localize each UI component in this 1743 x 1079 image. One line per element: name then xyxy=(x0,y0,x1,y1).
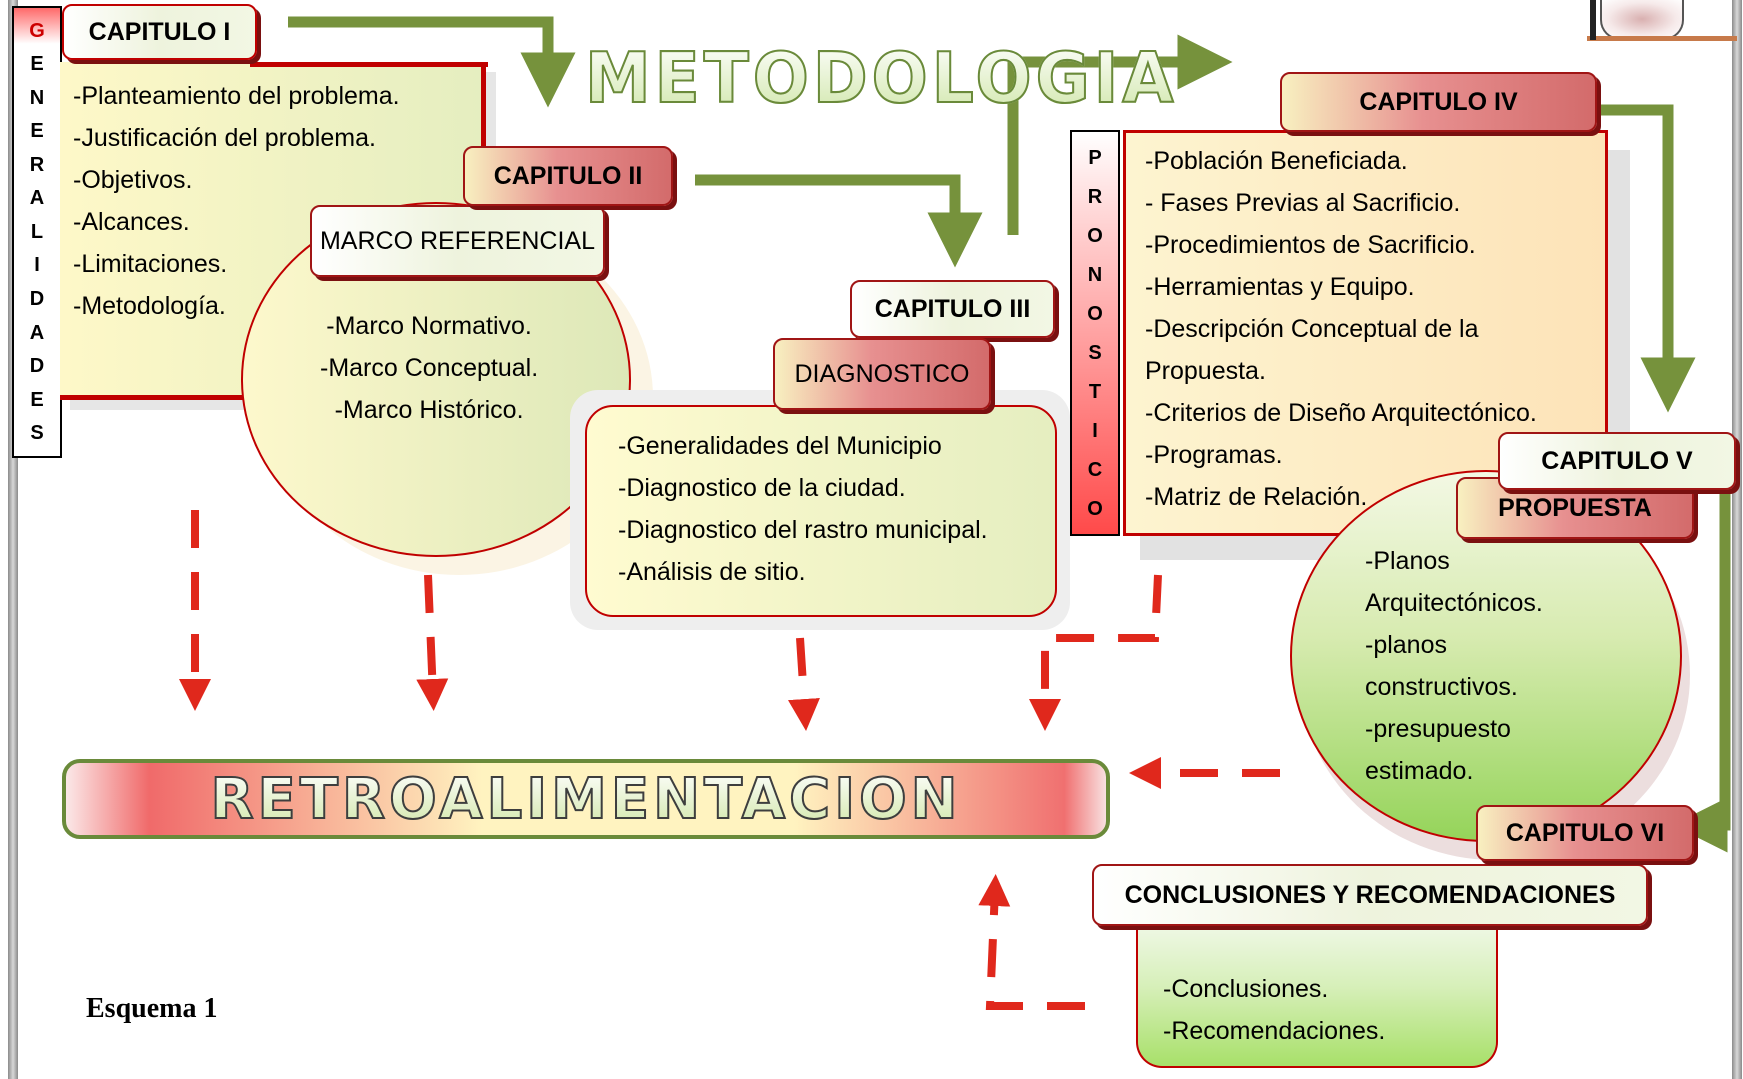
cap4-tab: CAPITULO IV xyxy=(1280,72,1597,132)
cap4-item: -Criterios de Diseño Arquitectónico. xyxy=(1145,399,1537,427)
vchar: C xyxy=(1087,458,1103,481)
vchar: N xyxy=(29,86,45,109)
vchar: O xyxy=(1087,224,1103,247)
cap2-list: -Marco Normativo. -Marco Conceptual. -Ma… xyxy=(320,305,538,431)
page-border-left xyxy=(8,0,18,1079)
diagram-caption: Esquema 1 xyxy=(86,993,218,1024)
vchar: D xyxy=(29,355,45,378)
cap1-item: -Planteamiento del problema. xyxy=(73,82,400,110)
cap6-tab: CAPITULO VI xyxy=(1476,805,1694,861)
cap5-item: -Planos xyxy=(1365,547,1450,575)
vchar: T xyxy=(1088,380,1102,403)
cap3-subtitle: DIAGNOSTICO xyxy=(773,338,991,410)
vchar: S xyxy=(1088,341,1102,364)
cap1-tab: CAPITULO I xyxy=(62,4,257,60)
cap4-item: -Procedimientos de Sacrificio. xyxy=(1145,231,1476,259)
flow-arrow-cap2-to-cap3 xyxy=(695,174,983,268)
logo-underline xyxy=(1587,36,1737,41)
flow-arrow-cap5-to-cap6 xyxy=(1672,475,1731,853)
feedback-banner-label: RETROALIMENTACION xyxy=(209,766,962,833)
vchar: O xyxy=(1087,302,1103,325)
cap5-tab: CAPITULO V xyxy=(1498,432,1736,490)
feedback-banner: RETROALIMENTACION xyxy=(62,759,1110,839)
cap1-item: -Objetivos. xyxy=(73,166,193,194)
cap2-item: -Marco Normativo. xyxy=(326,312,532,340)
cap3-item: -Generalidades del Municipio xyxy=(618,432,942,460)
vchar: S xyxy=(30,422,44,445)
cap3-item: -Diagnostico de la ciudad. xyxy=(618,474,906,502)
cap5-item: estimado. xyxy=(1365,757,1474,785)
pronostico-vertical-label: P R O N O S T I C O xyxy=(1070,130,1120,536)
vchar: E xyxy=(30,388,44,411)
cap5-list: -Planos Arquitectónicos. -planos constru… xyxy=(1365,540,1543,792)
page-border-right xyxy=(1732,0,1742,1079)
cap1-item: -Alcances. xyxy=(73,208,190,236)
feedback-arrow-cap3 xyxy=(787,637,820,731)
vchar: N xyxy=(1087,263,1103,286)
flow-arrow-cap1-to-title xyxy=(288,16,576,108)
generalidades-vertical-label: G E N E R A L I D A D E S xyxy=(12,6,62,458)
cap4-item: -Matriz de Relación. xyxy=(1145,483,1368,511)
flow-arrow-cap4-to-cap5 xyxy=(1598,104,1696,413)
feedback-arrow-cap4 xyxy=(1029,574,1162,731)
cap5-item: Arquitectónicos. xyxy=(1365,589,1543,617)
flow-arrow-cap3-to-cap4 xyxy=(1007,34,1233,235)
cap2-item: -Marco Histórico. xyxy=(334,396,524,424)
cap4-item: Propuesta. xyxy=(1145,357,1266,385)
vchar: E xyxy=(30,53,44,76)
cap5-item: -planos xyxy=(1365,631,1447,659)
cap6-list: -Conclusiones. -Recomendaciones. xyxy=(1163,968,1385,1052)
cap4-item: -Herramientas y Equipo. xyxy=(1145,273,1415,301)
vchar: R xyxy=(1087,185,1103,208)
cap5-item: constructivos. xyxy=(1365,673,1518,701)
cap1-item: -Justificación del problema. xyxy=(73,124,376,152)
cap3-item: -Análisis de sitio. xyxy=(618,558,806,586)
vchar: D xyxy=(29,288,45,311)
cap3-box xyxy=(585,405,1057,617)
cap6-item: -Recomendaciones. xyxy=(1163,1017,1386,1045)
vchar: P xyxy=(1088,146,1102,169)
cap2-subtitle: MARCO REFERENCIAL xyxy=(310,205,605,277)
cap1-item: -Limitaciones. xyxy=(73,250,228,278)
cap4-list: -Población Beneficiada. - Fases Previas … xyxy=(1145,140,1537,518)
cap2-item: -Marco Conceptual. xyxy=(320,354,539,382)
feedback-arrow-cap6 xyxy=(978,874,1085,1010)
cap4-item: -Programas. xyxy=(1145,441,1283,469)
cap1-box-top-edge xyxy=(250,62,488,67)
vchar: E xyxy=(30,120,44,143)
cap4-item: -Población Beneficiada. xyxy=(1145,147,1408,175)
cap6-item: -Conclusiones. xyxy=(1163,975,1329,1003)
vchar: R xyxy=(29,153,45,176)
vchar: L xyxy=(30,220,44,243)
cap6-box xyxy=(1136,910,1498,1068)
vchar: A xyxy=(29,321,45,344)
vchar: G xyxy=(29,19,45,42)
cap2-tab: CAPITULO II xyxy=(463,146,673,206)
cap3-item: -Diagnostico del rastro municipal. xyxy=(618,516,988,544)
logo-post xyxy=(1590,0,1596,40)
vchar: I xyxy=(1092,419,1098,442)
vchar: I xyxy=(34,254,40,277)
cap6-subtitle: CONCLUSIONES Y RECOMENDACIONES xyxy=(1092,864,1648,926)
cap3-tab: CAPITULO III xyxy=(850,280,1055,338)
cap4-item: -Descripción Conceptual de la xyxy=(1145,315,1479,343)
cap5-item: -presupuesto xyxy=(1365,715,1511,743)
cap4-item: - Fases Previas al Sacrificio. xyxy=(1145,189,1461,217)
cap1-item: -Metodología. xyxy=(73,292,226,320)
vchar: A xyxy=(29,187,45,210)
feedback-arrow-cap2 xyxy=(416,574,449,711)
cap3-list: -Generalidades del Municipio -Diagnostic… xyxy=(618,425,988,593)
cap1-list: -Planteamiento del problema. -Justificac… xyxy=(73,75,400,327)
diagram-title: METODOLOGIA xyxy=(584,37,1178,120)
vchar: O xyxy=(1087,497,1103,520)
